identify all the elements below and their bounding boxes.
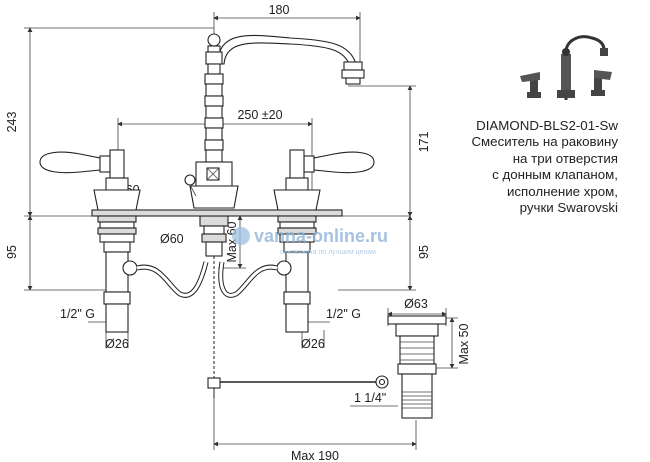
description-line: ручки Swarovski [519,200,618,216]
left-valve [39,149,141,333]
lift-rod [207,256,389,398]
description-line: Смеситель на раковину [471,134,618,150]
dim-hose-dia-left: Ø26 [105,337,129,351]
dim-drain-max: Max 50 [457,323,471,364]
description-line: на три отверстия [512,150,618,166]
product-model: DIAMOND-BLS2-01-Sw [476,118,618,133]
dim-drain-thread: 1 1/4" [354,391,386,405]
connection-hoses [136,261,278,298]
product-thumbnail [520,35,612,100]
right-valve [273,149,375,333]
dim-center-base-dia: Ø60 [160,232,184,246]
dim-spout-height: 171 [417,132,431,153]
watermark-logo-icon [232,227,250,245]
product-description: DIAMOND-BLS2-01-Sw Смеситель на раковину… [422,118,618,216]
dim-thread-left: 1/2" G [60,307,95,321]
dim-under-left: 95 [5,245,19,259]
center-spout [184,33,365,257]
dim-drain-dia: Ø63 [404,297,428,311]
drain-valve [387,315,447,419]
watermark-tagline: сантехника по лучшим ценам [280,249,376,256]
description-line: исполнение хром, [506,183,618,199]
watermark-text: vanna-online.ru [254,226,388,246]
dim-height-total: 243 [5,112,19,133]
dim-spout-reach: 180 [269,3,290,17]
dim-thread-right: 1/2" G [326,307,361,321]
dim-hose-dia-right: Ø26 [301,337,325,351]
dim-spacing: 250 ±20 [237,108,282,122]
dim-rod-max: Max 190 [291,449,339,462]
dim-under-right: 95 [417,245,431,259]
dimension-labels: 180 243 95 171 95 250 ±20 Ø60 Ø60 Max 60… [5,3,471,462]
description-line: с донным клапаном, [492,167,618,183]
watermark: vanna-online.ru сантехника по лучшим цен… [232,226,388,256]
deck-plate [91,209,343,217]
